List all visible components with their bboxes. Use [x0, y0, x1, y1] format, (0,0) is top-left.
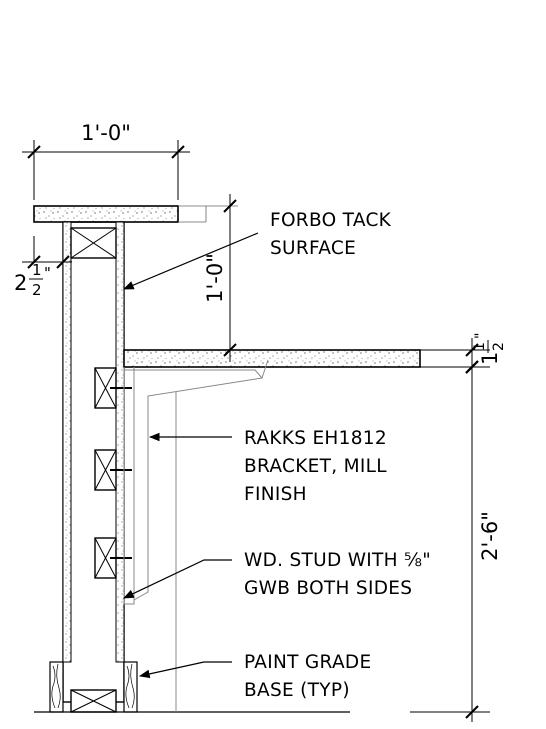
shelf-thickness-denominator: 2 — [491, 342, 507, 351]
leader-stud — [123, 559, 232, 599]
wall-thickness-dimension: 2 1 2 " — [14, 236, 72, 299]
base-height-label: 2'-6" — [478, 511, 502, 561]
stud-wall — [62, 221, 132, 713]
note-bracket-line-1: RAKKS EH1812 — [244, 428, 387, 449]
leader-base — [138, 661, 232, 679]
rakks-bracket — [123, 359, 269, 712]
top-width-label: 1'-0" — [81, 121, 131, 145]
shelf-height-label: 1'-0" — [203, 253, 227, 303]
top-width-dimension: 1'-0" — [22, 121, 190, 200]
note-forbo-line-1: FORBO TACK — [270, 210, 392, 231]
bracket-screws — [110, 387, 132, 559]
paint-grade-base — [34, 661, 350, 713]
note-forbo-line-2: SURFACE — [270, 238, 356, 259]
wall-thickness-whole: 2 — [14, 271, 27, 295]
shelf — [123, 349, 421, 368]
wall-thickness-denominator: 2 — [32, 281, 42, 299]
shelf-thickness-inch-mark: " — [473, 333, 489, 339]
gwb-left — [62, 221, 72, 663]
gwb-right — [115, 221, 125, 663]
shelf-height-dimension: 1'-0" — [203, 194, 237, 362]
wall-thickness-inch-mark: " — [44, 264, 51, 282]
note-stud-line-2: GWB BOTH SIDES — [244, 578, 412, 599]
base-height-dimension: 2'-6" — [410, 360, 502, 722]
note-bracket-line-3: FINISH — [244, 484, 307, 505]
note-stud-line-1: WD. STUD WITH ⅝" — [244, 550, 431, 571]
top-cap — [33, 205, 179, 223]
leader-forbo — [123, 232, 259, 290]
note-bracket-line-2: BRACKET, MILL — [244, 456, 387, 477]
shelf-thickness-dimension: 1 1 2 " — [420, 333, 507, 376]
note-base-line-2: BASE (TYP) — [244, 680, 350, 701]
note-base-line-1: PAINT GRADE — [244, 652, 371, 673]
shelf-thickness-whole: 1 — [478, 352, 502, 365]
shelf-thickness-numerator: 1 — [472, 342, 488, 351]
wall-thickness-numerator: 1 — [32, 261, 42, 279]
